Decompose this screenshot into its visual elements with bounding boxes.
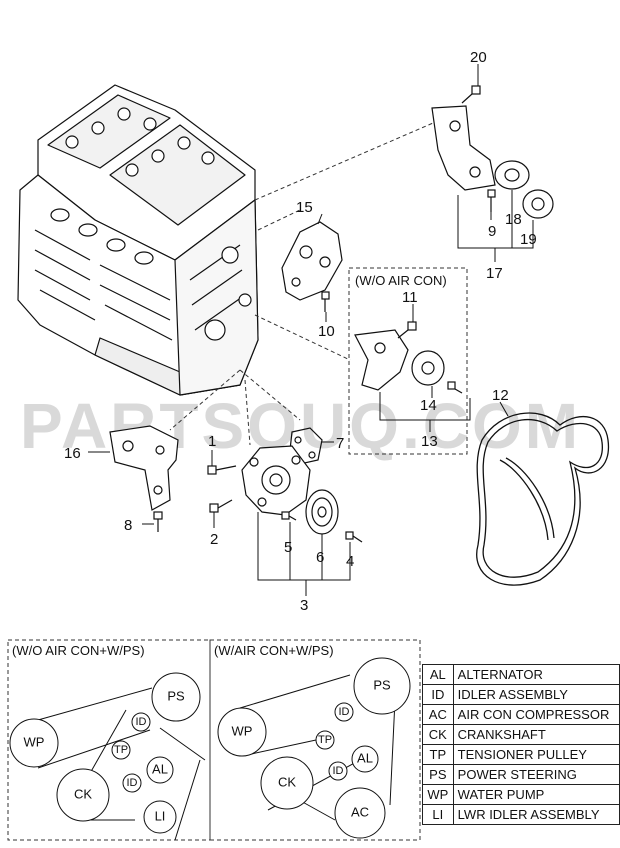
legend-desc: IDLER ASSEMBLY [452, 684, 620, 705]
drive-belt-12 [476, 412, 610, 586]
legend-desc: LWR IDLER ASSEMBLY [452, 804, 620, 825]
belt-diagram-w-air-con [209, 639, 421, 841]
belt-routing-w-ac [217, 657, 411, 839]
pulley-ck: CK [278, 774, 296, 789]
legend-code: AL [422, 664, 454, 685]
belt-diagram-wo-air-con [7, 639, 211, 841]
legend-desc: ALTERNATOR [452, 664, 620, 685]
belt-diagram-title-wo-ac: (W/O AIR CON+W/PS) [12, 643, 145, 658]
bolt-11 [397, 321, 417, 339]
callout-10-upper: 10 [318, 323, 335, 340]
callout-lines [88, 64, 534, 596]
pulley-id: ID [339, 706, 350, 718]
callout-6: 6 [316, 549, 324, 566]
belt-routing-w-ac-labels: PS ID WP TP CK ID AL AC [232, 677, 391, 819]
pulley-li: LI [155, 808, 166, 823]
bolt-20 [461, 85, 481, 104]
pulley-id: ID [127, 777, 138, 789]
callout-2: 2 [210, 531, 218, 548]
inset-label: (W/O AIR CON) [355, 273, 447, 288]
legend-code: CK [422, 724, 454, 745]
callout-13: 13 [421, 433, 438, 450]
bolt-9 [487, 189, 496, 212]
pulley-id: ID [333, 765, 344, 777]
legend-code: TP [422, 744, 454, 765]
bracket-assembly-17 [431, 105, 554, 219]
belt-routing-wo-ac-labels: PS ID WP TP CK ID AL LI [24, 688, 185, 823]
legend-desc: CRANKSHAFT [452, 724, 620, 745]
pulley-tp: TP [318, 734, 332, 746]
pulley-ps: PS [373, 677, 391, 692]
pulley-ac: AC [351, 804, 369, 819]
belt-diagram-title-w-ac: (W/AIR CON+W/PS) [214, 643, 334, 658]
callout-20: 20 [470, 49, 487, 66]
callout-18: 18 [505, 211, 522, 228]
legend-code: ID [422, 684, 454, 705]
legend-desc: AIR CON COMPRESSOR [452, 704, 620, 725]
water-pump-assembly [241, 445, 339, 535]
callout-12: 12 [492, 387, 509, 404]
callout-15: 15 [296, 199, 313, 216]
bolt-2 [209, 499, 233, 513]
pulley-wp: WP [232, 723, 253, 738]
legend-desc: POWER STEERING [452, 764, 620, 785]
callout-11: 11 [402, 289, 418, 306]
leader-lines [169, 119, 441, 446]
pulley-wp: WP [24, 734, 45, 749]
engine-block-illustration [17, 84, 259, 396]
legend-desc: WATER PUMP [452, 784, 620, 805]
callout-14: 14 [420, 397, 437, 414]
callout-9: 9 [488, 223, 496, 240]
pulley-id: ID [136, 716, 147, 728]
legend-code: AC [422, 704, 454, 725]
pulley-ps: PS [167, 688, 185, 703]
bolt-8 [153, 511, 163, 532]
inset-box-wo-air-con [348, 267, 468, 455]
bracket-15 [281, 221, 343, 301]
pulley-al: AL [357, 750, 373, 765]
idler-bracket-13 [354, 329, 445, 391]
callout-8: 8 [124, 517, 132, 534]
belt-routing-wo-ac [9, 672, 206, 841]
legend-code: PS [422, 764, 454, 785]
callout-1: 1 [208, 433, 216, 450]
bolt-1 [207, 465, 237, 475]
pulley-ck: CK [74, 786, 92, 801]
bolt-5 [281, 511, 297, 521]
callout-19: 19 [520, 231, 537, 248]
bolt-4 [345, 531, 363, 543]
bracket-16 [109, 425, 179, 511]
pulley-al: AL [152, 761, 168, 776]
callout-7: 7 [336, 435, 344, 452]
legend-code: WP [422, 784, 454, 805]
legend-desc: TENSIONER PULLEY [452, 744, 620, 765]
bolt-14 [447, 381, 463, 394]
callout-3: 3 [300, 597, 308, 614]
bolt-10-upper [321, 291, 330, 312]
callout-16: 16 [64, 445, 81, 462]
callout-5: 5 [284, 539, 292, 556]
legend-code: LI [422, 804, 454, 825]
callout-17: 17 [486, 265, 503, 282]
callout-4: 4 [346, 553, 354, 570]
pulley-tp: TP [114, 744, 128, 756]
